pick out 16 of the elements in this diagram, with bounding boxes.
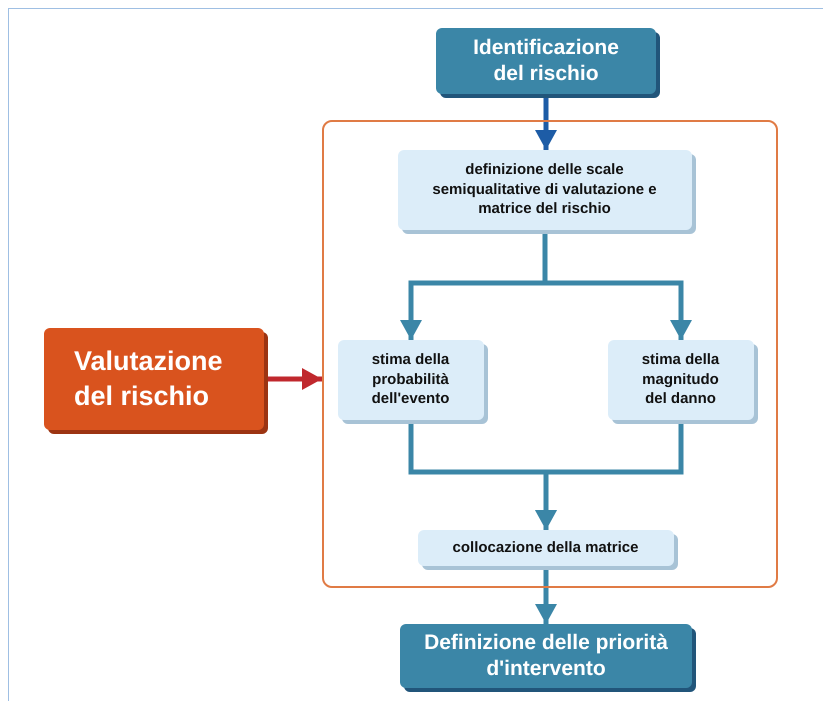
arrow <box>268 368 322 390</box>
box-label: definizione delle scale semiqualitative di valutazione e matrice del rischio <box>431 160 658 219</box>
box-label: Valutazione del rischio <box>74 344 224 413</box>
step-box <box>436 28 656 94</box>
box-label: Definizione delle priorità d'intervento <box>423 630 669 682</box>
step-box <box>400 624 692 688</box>
box-label: stima della probabilità dell'evento <box>370 350 450 409</box>
group-frame <box>322 120 778 588</box>
box-label: Identificazione del rischio <box>472 34 620 87</box>
process-box <box>338 340 484 420</box>
box-label: collocazione della matrice <box>452 538 638 558</box>
process-box <box>608 340 754 420</box>
box-label: stima della magnitudo del danno <box>640 350 720 409</box>
step-box <box>44 328 264 430</box>
process-box <box>398 150 692 230</box>
process-box <box>418 530 674 566</box>
